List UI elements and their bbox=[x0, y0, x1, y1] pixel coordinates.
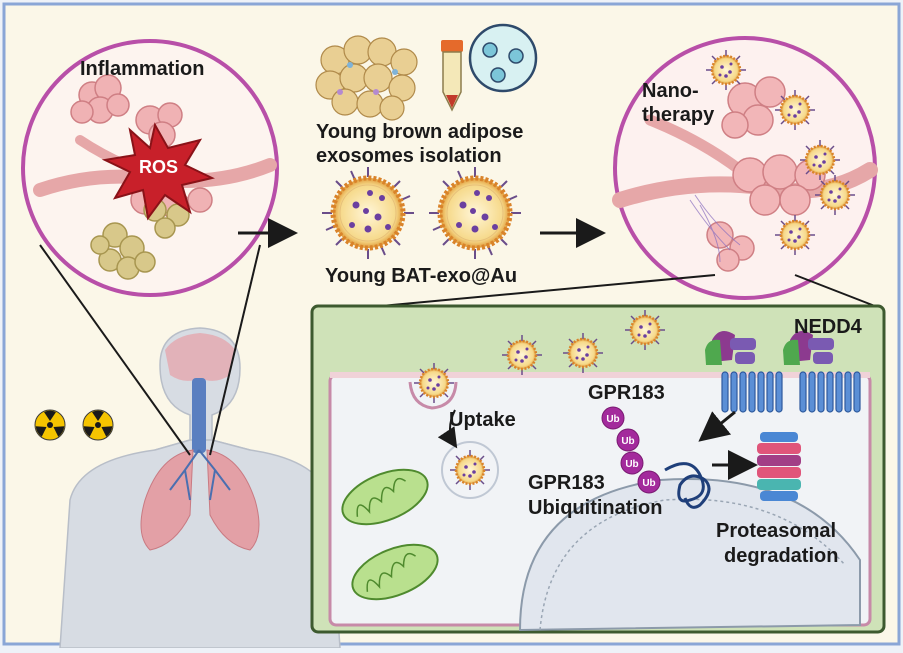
isolation-label-line1: Young brown adipose bbox=[316, 121, 524, 143]
nanoparticle bbox=[773, 88, 817, 132]
ubiquitination-label-line2: Ubiquitination bbox=[528, 497, 663, 519]
unfolded-protein bbox=[664, 462, 711, 509]
nanoparticle bbox=[798, 138, 842, 182]
zoom-line bbox=[209, 244, 261, 456]
nanoparticle bbox=[813, 173, 857, 217]
ros-label: ROS bbox=[139, 157, 179, 177]
isolation-label-line2: exosomes isolation bbox=[316, 145, 502, 167]
ub-label: Ub bbox=[642, 478, 655, 489]
mitochondrion-icon bbox=[351, 543, 439, 601]
nedd4-complex bbox=[705, 331, 756, 365]
inflammation-label: Inflammation bbox=[80, 58, 205, 80]
gpr183-receptor bbox=[799, 371, 861, 413]
zoom-line bbox=[39, 244, 191, 456]
ros-burst bbox=[101, 122, 215, 221]
nanotherapy-circle bbox=[612, 36, 878, 300]
nanoparticle bbox=[412, 361, 456, 405]
zoom-line bbox=[794, 274, 881, 309]
gpr183-label: GPR183 bbox=[588, 382, 665, 404]
ub-label: Ub bbox=[625, 459, 638, 470]
exosome-zoom-icon bbox=[468, 23, 538, 93]
zoom-line bbox=[359, 274, 716, 309]
nedd4-complex bbox=[783, 331, 834, 365]
nanotherapy-label-line2: therapy bbox=[642, 104, 715, 126]
degradation-label-line1: Proteasomal bbox=[716, 520, 837, 542]
mitochondrion-icon bbox=[341, 468, 429, 526]
nanotherapy-label-line1: Nano- bbox=[642, 80, 699, 102]
bat-exo-label: Young BAT-exo@Au bbox=[325, 265, 518, 287]
proteasome-icon bbox=[757, 432, 801, 501]
brown-adipose-tissue-illustration bbox=[315, 35, 418, 121]
nanoparticle bbox=[500, 333, 544, 377]
degradation-label-line2: degradation bbox=[724, 545, 839, 567]
ub-label: Ub bbox=[606, 414, 619, 425]
uptake-label: Uptake bbox=[449, 409, 516, 431]
ubiquitination-label-line1: GPR183 bbox=[528, 472, 605, 494]
nanoparticle bbox=[773, 213, 817, 257]
centrifuge-tube-icon bbox=[441, 40, 463, 112]
nanoparticle bbox=[704, 48, 748, 92]
uptake-arrow bbox=[437, 409, 458, 449]
radiation-icon bbox=[34, 409, 66, 441]
nedd4-label: NEDD4 bbox=[794, 316, 862, 338]
human-body-illustration bbox=[59, 327, 341, 649]
gpr183-receptor bbox=[721, 371, 783, 413]
radiation-icon bbox=[82, 409, 114, 441]
inflammation-circle bbox=[21, 39, 279, 297]
ub-chain bbox=[601, 406, 661, 494]
ubiquitination-arrow bbox=[698, 410, 736, 442]
nanoparticle bbox=[448, 448, 492, 492]
nanoparticle bbox=[623, 308, 667, 352]
ub-label: Ub bbox=[621, 436, 634, 447]
nanoparticle bbox=[561, 331, 605, 375]
